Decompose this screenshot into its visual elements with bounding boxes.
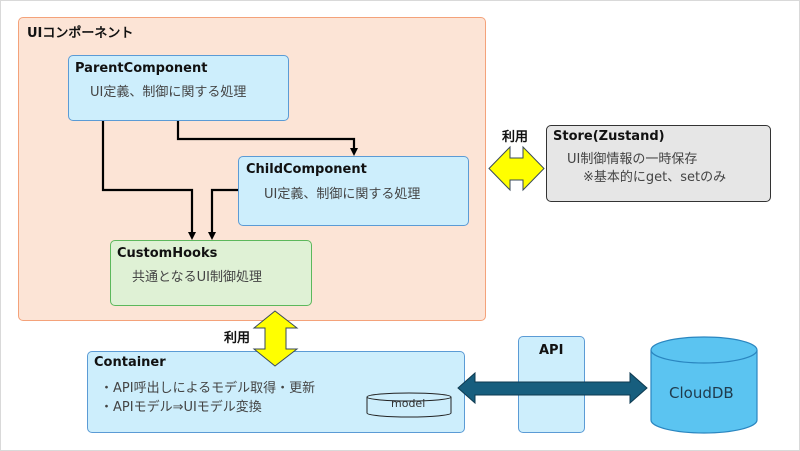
container-line1: ・API呼出しによるモデル取得・更新: [100, 381, 316, 396]
api-data-arrow: [457, 371, 648, 405]
store-use-arrow: [488, 145, 545, 192]
api-title: API: [539, 343, 564, 358]
store-title: Store(Zustand): [553, 129, 665, 144]
model-label: model: [391, 397, 426, 410]
custom-hooks-box[interactable]: [110, 240, 312, 306]
arrow-parent-to-hooks: [101, 121, 196, 240]
store-line1: UI制御情報の一時保存: [567, 152, 698, 167]
custom-hooks-title: CustomHooks: [117, 246, 218, 261]
container-use-label: 利用: [224, 331, 251, 346]
parent-component-desc: UI定義、制御に関する処理: [90, 85, 247, 100]
clouddb-label: CloudDB: [669, 384, 734, 402]
store-use-label: 利用: [502, 130, 529, 145]
custom-hooks-desc: 共通となるUI制御処理: [132, 270, 262, 285]
container-use-arrow: [252, 310, 299, 367]
model-cylinder-icon: [366, 392, 452, 418]
child-component-title: ChildComponent: [246, 162, 367, 177]
store-line2: ※基本的にget、setのみ: [583, 170, 727, 185]
child-component-box[interactable]: [238, 156, 469, 226]
container-title: Container: [94, 355, 166, 370]
child-component-desc: UI定義、制御に関する処理: [264, 187, 421, 202]
arrow-child-to-hooks: [208, 188, 238, 240]
arrow-parent-to-child: [176, 121, 358, 156]
store-box[interactable]: [546, 125, 771, 202]
parent-component-box[interactable]: [68, 55, 289, 121]
parent-component-title: ParentComponent: [75, 61, 208, 76]
clouddb-cylinder-icon: [650, 336, 758, 434]
container-line2: ・APIモデル⇒UIモデル変換: [100, 400, 262, 415]
ui-components-title: UIコンポーネント: [27, 26, 134, 41]
